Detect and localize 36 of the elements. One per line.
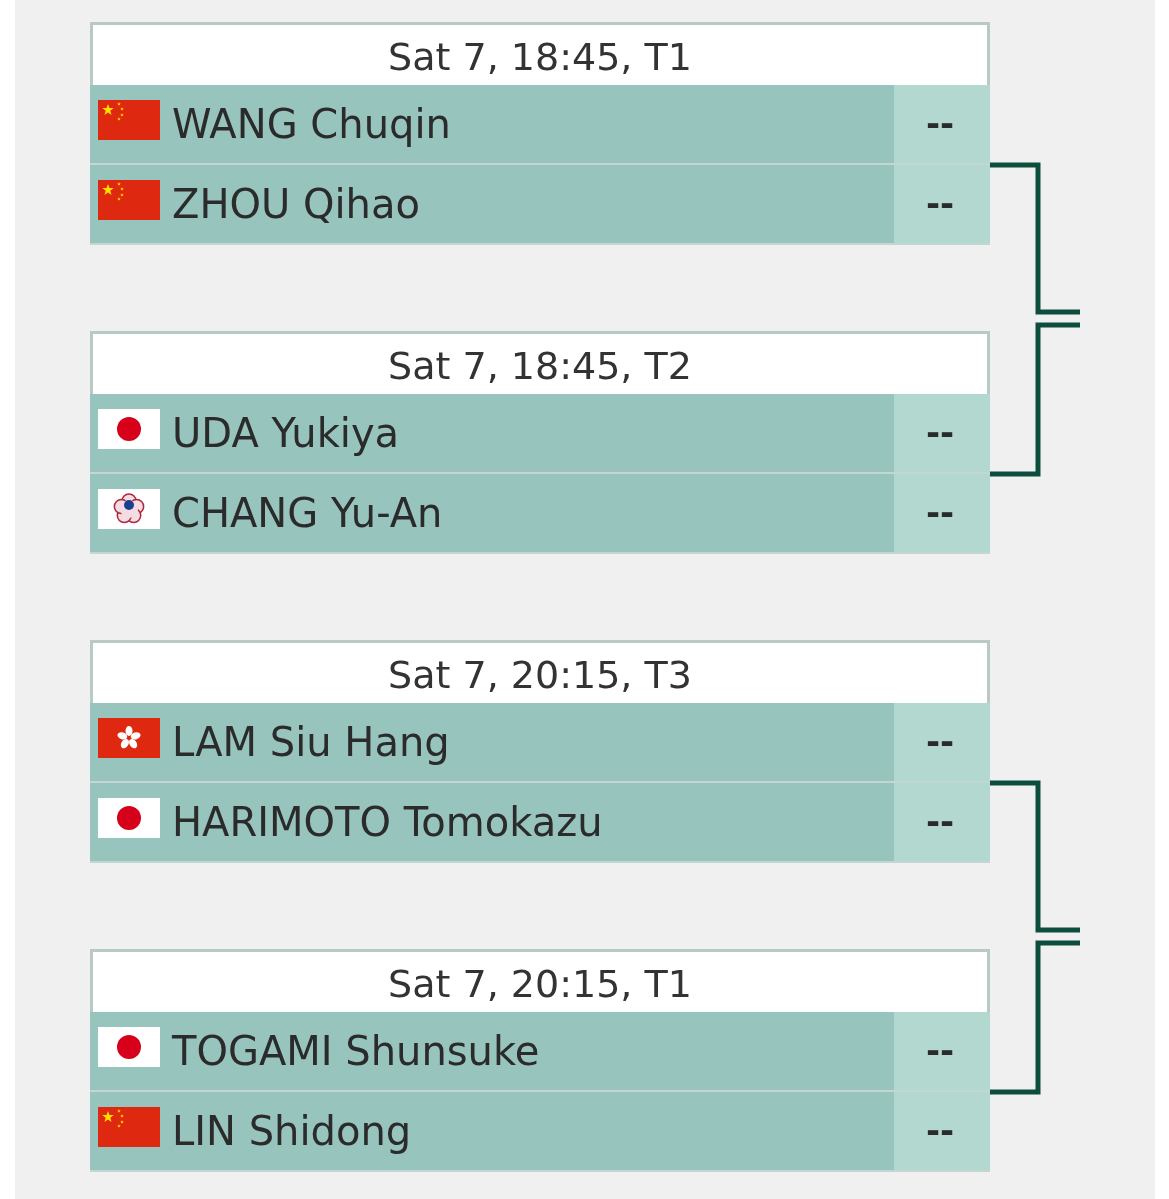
player-row xyxy=(90,783,990,861)
match-time: Sat 7, 18:45, T1 xyxy=(387,35,693,79)
player-row xyxy=(90,474,990,552)
player-row xyxy=(90,85,990,163)
player-row xyxy=(90,165,990,243)
score: -- xyxy=(926,1029,955,1072)
player-row xyxy=(90,1012,990,1090)
bracket-line xyxy=(989,162,1080,315)
player-name: CHANG Yu-An xyxy=(172,489,443,537)
match-card xyxy=(90,949,990,1172)
match-time: Sat 7, 20:15, T3 xyxy=(387,653,693,697)
match-time: Sat 7, 20:15, T1 xyxy=(387,962,693,1006)
match-card xyxy=(90,331,990,554)
bracket-line xyxy=(989,940,1080,1095)
score: -- xyxy=(926,800,955,843)
player-row xyxy=(90,394,990,472)
player-name: LAM Siu Hang xyxy=(172,718,450,766)
player-row xyxy=(90,703,990,781)
player-name: LIN Shidong xyxy=(172,1107,412,1155)
match-card xyxy=(90,640,990,863)
player-name: HARIMOTO Tomokazu xyxy=(172,798,603,846)
score: -- xyxy=(926,491,955,534)
bracket-line xyxy=(989,322,1080,477)
score: -- xyxy=(926,102,955,145)
score: -- xyxy=(926,1109,955,1152)
bracket-line xyxy=(989,780,1080,933)
score: -- xyxy=(926,720,955,763)
player-name: UDA Yukiya xyxy=(172,409,400,457)
player-row xyxy=(90,1092,990,1170)
score: -- xyxy=(926,411,955,454)
player-name: ZHOU Qihao xyxy=(172,180,420,228)
match-card xyxy=(90,22,990,245)
match-time: Sat 7, 18:45, T2 xyxy=(387,344,693,388)
player-name: WANG Chuqin xyxy=(172,100,451,148)
score: -- xyxy=(926,182,955,225)
player-name: TOGAMI Shunsuke xyxy=(172,1027,540,1075)
